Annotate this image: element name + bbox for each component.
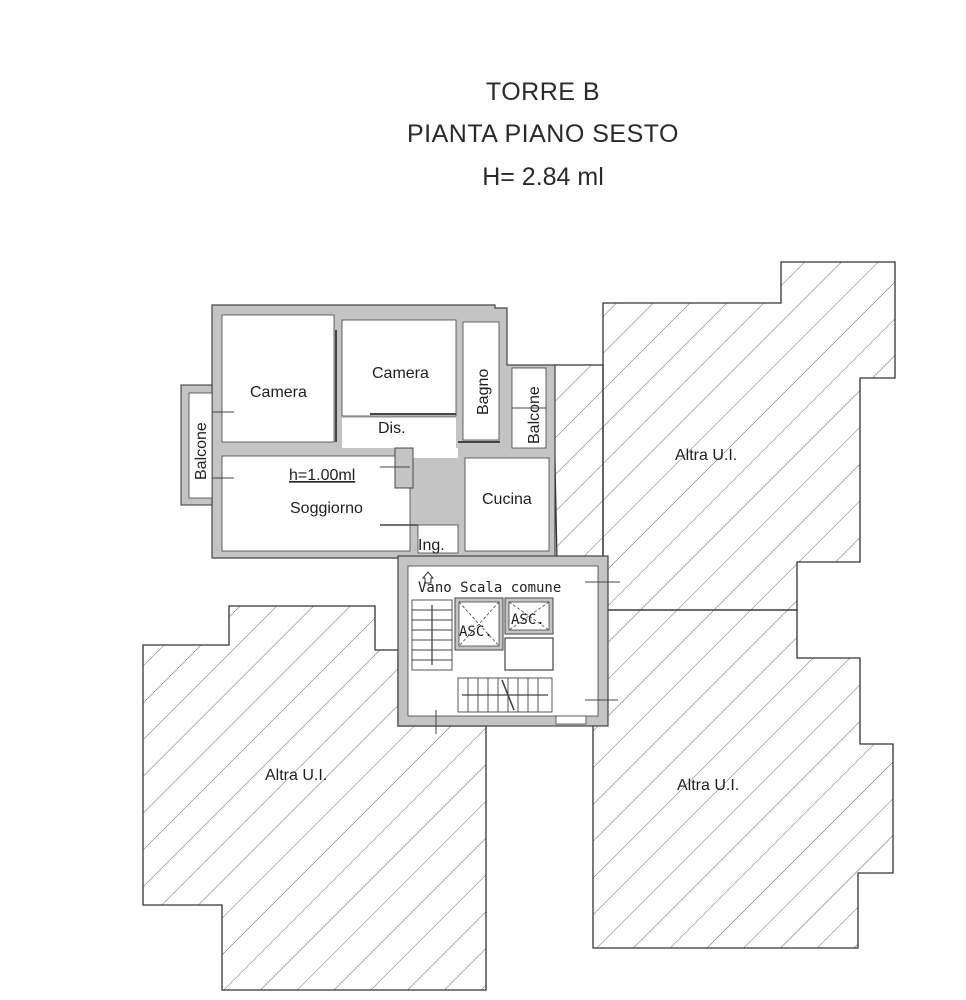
label-other-unit-bottom-right: Altra U.I. <box>677 777 739 794</box>
room-camera-2 <box>341 319 457 417</box>
room-bagno <box>462 321 500 441</box>
stair-flight-left <box>411 599 453 671</box>
label-ascensore-1: ASC. <box>459 624 493 640</box>
label-ingresso: Ing. <box>418 537 445 554</box>
label-vano-scala: Vano Scala comune <box>418 580 561 596</box>
room-disimpegno <box>342 418 456 448</box>
height-label: H= 2.84 ml <box>482 163 604 191</box>
room-ingresso <box>417 524 459 554</box>
stair-flight-bottom <box>457 677 553 713</box>
room-cucina <box>464 457 550 552</box>
entrance-icon <box>421 571 435 584</box>
plan-title: PIANTA PIANO SESTO <box>406 120 680 148</box>
label-other-unit-bottom-left: Altra U.I. <box>265 767 327 784</box>
label-soggiorno: Soggiorno <box>290 500 363 517</box>
label-camera-2: Camera <box>372 365 429 382</box>
apartment-walls <box>180 304 556 559</box>
room-camera-1 <box>221 314 335 443</box>
other-unit-top-right <box>552 261 896 611</box>
label-cucina: Cucina <box>482 491 532 508</box>
elevator-1 <box>458 601 500 647</box>
label-parapet-height: h=1.00ml <box>289 467 355 484</box>
label-other-unit-top-right: Altra U.I. <box>675 447 737 464</box>
vano-scala <box>397 555 620 734</box>
label-camera-1: Camera <box>250 384 307 401</box>
label-ascensore-2: ASC. <box>511 612 545 628</box>
balcony-left <box>188 392 213 499</box>
label-balcone-right: Balcone <box>526 386 543 444</box>
label-disimpegno: Dis. <box>378 420 406 437</box>
room-soggiorno <box>221 455 411 552</box>
label-bagno: Bagno <box>475 369 492 415</box>
tower-title: TORRE B <box>485 78 601 106</box>
other-unit-bottom-right <box>592 609 894 949</box>
label-balcone-left: Balcone <box>193 422 210 480</box>
